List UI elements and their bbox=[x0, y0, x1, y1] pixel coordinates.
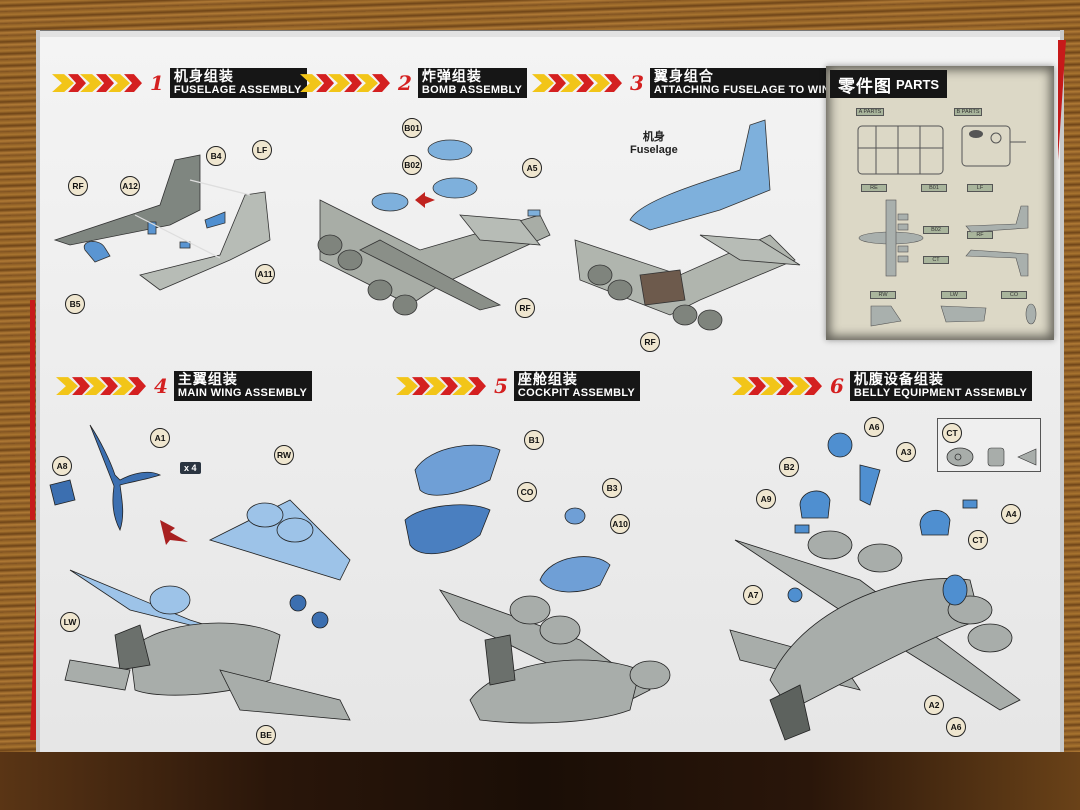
step-number: 2 bbox=[398, 71, 412, 96]
chevron-arrows-icon bbox=[300, 74, 390, 93]
part-tag: B02 bbox=[923, 226, 949, 234]
main-wing-assembly-diagram bbox=[49, 424, 351, 721]
cockpit-assembly-diagram bbox=[404, 444, 671, 724]
part-tag: LF bbox=[967, 184, 993, 192]
chevron-arrows-icon bbox=[396, 377, 486, 396]
step-title: 主翼组装 MAIN WING ASSEMBLY bbox=[173, 371, 313, 402]
chevron-arrows-icon bbox=[532, 74, 622, 93]
step-title-en: FUSELAGE ASSEMBLY bbox=[173, 83, 302, 96]
ct-part-views bbox=[946, 447, 1037, 467]
part-callout: RF bbox=[640, 332, 660, 352]
step-title: 机身组装 FUSELAGE ASSEMBLY bbox=[169, 68, 307, 99]
step-title: 座舱组装 COCKPIT ASSEMBLY bbox=[513, 371, 640, 402]
part-callout: A1 bbox=[150, 428, 170, 448]
part-callout: A11 bbox=[255, 264, 275, 284]
chevron-arrows-icon bbox=[56, 377, 146, 396]
part-callout: BE bbox=[256, 725, 276, 745]
part-tag: CT bbox=[923, 256, 949, 264]
step-title-en: MAIN WING ASSEMBLY bbox=[177, 386, 308, 399]
part-callout: A6 bbox=[946, 717, 966, 737]
table-surface bbox=[0, 752, 1080, 810]
part-callout: RF bbox=[515, 298, 535, 318]
step-3-header: 3 翼身组合 ATTACHING FUSELAGE TO WINGS bbox=[532, 68, 852, 99]
step-title-cn: 机腹设备组装 bbox=[853, 372, 944, 388]
step-number: 3 bbox=[630, 71, 644, 96]
parts-title-cn: 零件图 bbox=[838, 76, 892, 97]
box-edge-red bbox=[30, 590, 36, 740]
part-callout: A3 bbox=[896, 442, 916, 462]
step-2-header: 2 炸弹组装 BOMB ASSEMBLY bbox=[300, 68, 528, 99]
part-callout: RW bbox=[274, 445, 294, 465]
part-callout: B1 bbox=[524, 430, 544, 450]
step-title-cn: 主翼组装 bbox=[177, 372, 238, 388]
step-number: 4 bbox=[154, 374, 168, 399]
step-title-en: BELLY EQUIPMENT ASSEMBLY bbox=[853, 386, 1028, 399]
chevron-arrows-icon bbox=[52, 74, 142, 93]
part-callout: A6 bbox=[864, 417, 884, 437]
parts-silhouettes bbox=[858, 199, 1037, 327]
parts-title: 零件图 PARTS bbox=[830, 70, 948, 98]
parts-diagram-panel: 零件图 PARTS A PARTS B PARTS RE B01 LF B02 … bbox=[826, 66, 1054, 340]
part-callout: A12 bbox=[120, 176, 140, 196]
part-callout: A4 bbox=[1001, 504, 1021, 524]
step-4-header: 4 主翼组装 MAIN WING ASSEMBLY bbox=[56, 371, 313, 402]
fuselage-to-wings-diagram bbox=[574, 119, 801, 331]
part-callout: B02 bbox=[402, 155, 422, 175]
step-title-en: BOMB ASSEMBLY bbox=[421, 83, 523, 96]
chevron-arrows-icon bbox=[732, 377, 822, 396]
step-title-en: ATTACHING FUSELAGE TO WINGS bbox=[653, 83, 847, 96]
part-callout: CT bbox=[968, 530, 988, 550]
part-callout: B5 bbox=[65, 294, 85, 314]
step-title-cn: 翼身组合 bbox=[653, 69, 714, 85]
part-callout: A5 bbox=[522, 158, 542, 178]
sprue-label-b: B PARTS bbox=[954, 108, 982, 116]
part-callout: B2 bbox=[779, 457, 799, 477]
parts-title-en: PARTS bbox=[896, 76, 940, 92]
fuselage-label: 机身 Fuselage bbox=[630, 128, 678, 156]
part-callout: B01 bbox=[402, 118, 422, 138]
part-callout: B4 bbox=[206, 146, 226, 166]
part-callout: RF bbox=[68, 176, 88, 196]
part-tag: LW bbox=[941, 291, 967, 299]
part-callout: LF bbox=[252, 140, 272, 160]
part-callout: A9 bbox=[756, 489, 776, 509]
step-number: 6 bbox=[830, 374, 844, 399]
part-callout: LW bbox=[60, 612, 80, 632]
fuselage-assembly-diagram bbox=[53, 154, 271, 291]
quantity-x4-badge: x 4 bbox=[180, 462, 201, 474]
step-6-header: 6 机腹设备组装 BELLY EQUIPMENT ASSEMBLY bbox=[732, 371, 1033, 402]
part-callout: CT bbox=[942, 423, 962, 443]
bomb-assembly-diagram bbox=[317, 139, 551, 316]
part-tag: CO bbox=[1001, 291, 1027, 299]
sprue-tree-icon bbox=[857, 125, 1026, 175]
step-title-en: COCKPIT ASSEMBLY bbox=[517, 386, 635, 399]
step-number: 5 bbox=[494, 374, 508, 399]
step-5-header: 5 座舱组装 COCKPIT ASSEMBLY bbox=[396, 371, 640, 402]
sprue-label-a: A PARTS bbox=[856, 108, 884, 116]
part-callout: A2 bbox=[924, 695, 944, 715]
step-title-cn: 座舱组装 bbox=[517, 372, 578, 388]
step-title-cn: 机身组装 bbox=[173, 69, 234, 85]
part-tag: B01 bbox=[921, 184, 947, 192]
box-edge-red bbox=[1058, 40, 1066, 160]
part-callout: B3 bbox=[602, 478, 622, 498]
fuselage-label-en: Fuselage bbox=[630, 144, 678, 156]
part-tag: RW bbox=[870, 291, 896, 299]
step-1-header: 1 机身组装 FUSELAGE ASSEMBLY bbox=[52, 68, 307, 99]
part-callout: A10 bbox=[610, 514, 630, 534]
step-title: 翼身组合 ATTACHING FUSELAGE TO WINGS bbox=[649, 68, 852, 99]
step-title: 机腹设备组装 BELLY EQUIPMENT ASSEMBLY bbox=[849, 371, 1033, 402]
belly-equipment-diagram bbox=[729, 432, 1021, 741]
fuselage-label-cn: 机身 bbox=[642, 131, 665, 143]
box-edge-red bbox=[30, 300, 35, 520]
step-number: 1 bbox=[150, 71, 164, 96]
step-title: 炸弹组装 BOMB ASSEMBLY bbox=[417, 68, 528, 99]
ct-inset-box: CT bbox=[937, 418, 1041, 472]
part-tag: RE bbox=[861, 184, 887, 192]
part-callout: A8 bbox=[52, 456, 72, 476]
step-title-cn: 炸弹组装 bbox=[421, 69, 482, 85]
part-callout: CO bbox=[517, 482, 537, 502]
part-callout: A7 bbox=[743, 585, 763, 605]
